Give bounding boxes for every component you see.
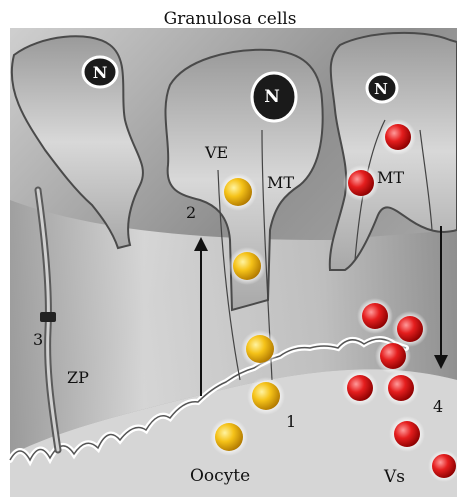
mt-label-right: MT [377, 168, 404, 187]
yellow-vesicle [215, 423, 243, 451]
yellow-vesicle [224, 178, 252, 206]
nucleus-center: N [252, 73, 296, 121]
oocyte-label: Oocyte [190, 466, 250, 486]
red-vesicle [347, 375, 373, 401]
zp-label: ZP [67, 368, 89, 387]
red-vesicle [388, 375, 414, 401]
number-label-2: 2 [186, 203, 196, 222]
number-label-3: 3 [33, 330, 43, 349]
nucleus-right: N [367, 74, 397, 102]
red-vesicle [380, 343, 406, 369]
vs-label: Vs [383, 467, 405, 487]
ve-label: VE [204, 143, 228, 162]
nucleus-label: N [374, 80, 388, 98]
yellow-vesicle [246, 335, 274, 363]
yellow-vesicle [233, 252, 261, 280]
yellow-vesicle [252, 382, 280, 410]
nucleus-label: N [93, 63, 108, 82]
red-vesicle [385, 124, 411, 150]
title-label: Granulosa cells [164, 9, 297, 29]
adherens-junction-3 [40, 312, 56, 322]
red-vesicle [394, 421, 420, 447]
number-label-4: 4 [433, 397, 443, 416]
number-label-1: 1 [286, 412, 296, 431]
nucleus-left: N [83, 57, 117, 87]
red-vesicle [397, 316, 423, 342]
nucleus-label: N [264, 87, 280, 107]
mt-label-center: MT [267, 173, 294, 192]
red-vesicle [432, 454, 456, 478]
red-vesicle [362, 303, 388, 329]
red-vesicle [348, 170, 374, 196]
